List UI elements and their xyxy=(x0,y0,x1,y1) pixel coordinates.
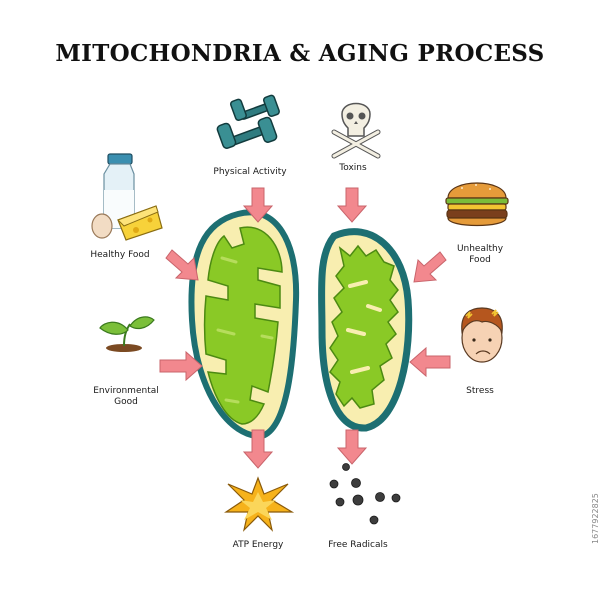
arrow-free-radicals xyxy=(336,429,368,465)
arrow-atp xyxy=(242,429,274,469)
image-id-label: 1677922825 xyxy=(591,493,600,544)
arrows xyxy=(159,187,451,469)
energy-burst-icon xyxy=(224,476,295,532)
label-physical-activity: Physical Activity xyxy=(213,167,287,177)
skull-crossbones-icon xyxy=(331,102,381,159)
label-atp-energy: ATP Energy xyxy=(232,540,284,550)
label-stress: Stress xyxy=(466,386,494,396)
arrow-toxins xyxy=(336,187,368,223)
arrow-unhealthy-food xyxy=(413,251,447,283)
label-free-radicals: Free Radicals xyxy=(328,540,388,550)
label-environmental-good: Environmental Good xyxy=(93,386,159,407)
dumbbell-icon xyxy=(216,94,280,149)
label-healthy-food: Healthy Food xyxy=(90,250,150,260)
arrow-stress xyxy=(409,346,451,378)
damaged-mitochondrion xyxy=(318,228,413,432)
image-id-text: 1677922825 xyxy=(591,424,600,604)
burger-icon xyxy=(445,182,509,227)
arrow-physical-activity xyxy=(242,187,274,223)
sprout-icon xyxy=(99,316,155,352)
free-radical-particles-icon xyxy=(329,463,401,525)
stressed-face-icon xyxy=(461,307,503,363)
arrow-healthy-food xyxy=(165,249,199,281)
healthy-mitochondrion xyxy=(188,209,300,440)
milk-cheese-egg-icon xyxy=(91,153,163,241)
page-title: MITOCHONDRIA & AGING PROCESS xyxy=(55,40,545,67)
label-toxins: Toxins xyxy=(339,163,367,173)
label-unhealthy-food: Unhealthy Food xyxy=(456,244,504,265)
arrow-environmental-good xyxy=(159,350,203,382)
